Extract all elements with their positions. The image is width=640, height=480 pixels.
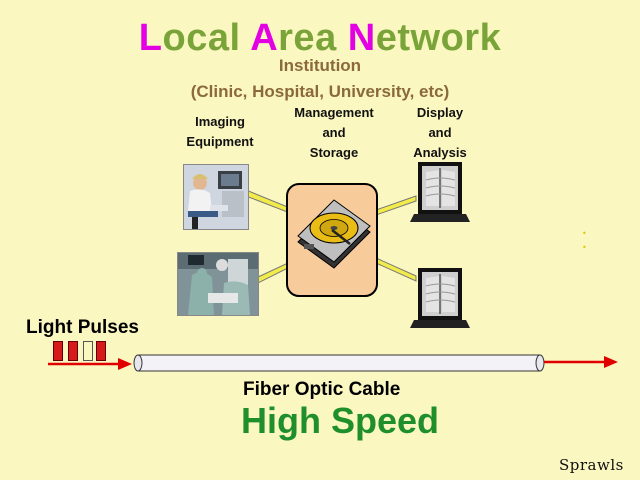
input-arrow bbox=[48, 358, 132, 370]
ultrasound-photo bbox=[183, 164, 249, 230]
display-label-line1: Display bbox=[416, 105, 464, 120]
light-pulse-off bbox=[83, 341, 93, 361]
author-signature: Sprawls bbox=[559, 456, 624, 474]
light-pulses-label: Light Pulses bbox=[26, 317, 139, 338]
fiber-optic-cable bbox=[133, 354, 545, 372]
management-label-line2: and bbox=[322, 125, 346, 140]
imaging-label-line1: Imaging bbox=[195, 114, 245, 129]
high-speed-label: High Speed bbox=[240, 400, 440, 441]
page-title: Local Area Network bbox=[0, 16, 640, 60]
light-pulse-3 bbox=[96, 341, 106, 361]
display-analysis-label: Display and Analysis bbox=[394, 103, 486, 163]
title-initial-l: L bbox=[138, 17, 163, 59]
title-word-etwork: etwork bbox=[375, 17, 502, 59]
output-arrow bbox=[544, 356, 618, 368]
subtitle-institution: Institution bbox=[278, 56, 362, 75]
connector-ultrasound-storage bbox=[245, 189, 291, 214]
imaging-equipment-label: Imaging Equipment bbox=[170, 112, 270, 152]
connector-surgery-storage bbox=[255, 261, 291, 285]
xray-monitor-bottom-icon bbox=[410, 268, 470, 328]
title-initial-a: A bbox=[250, 17, 279, 59]
display-label-line3: Analysis bbox=[413, 145, 467, 160]
management-label-line3: Storage bbox=[309, 145, 359, 160]
light-pulse-2 bbox=[68, 341, 78, 361]
xray-monitor-top-icon bbox=[410, 162, 470, 222]
surgery-photo bbox=[177, 252, 259, 316]
decorative-mark-1: • bbox=[582, 229, 587, 238]
title-word-rea: rea bbox=[278, 17, 348, 59]
hard-disk-icon bbox=[286, 183, 378, 297]
subtitle-examples: (Clinic, Hospital, University, etc) bbox=[190, 82, 450, 101]
connector-storage-monitor-top bbox=[375, 195, 417, 216]
light-pulse-1 bbox=[53, 341, 63, 361]
connector-storage-monitor-bottom bbox=[375, 257, 417, 282]
title-initial-n: N bbox=[347, 17, 376, 59]
management-label-line1: Management bbox=[294, 105, 374, 120]
fiber-optic-cable-label: Fiber Optic Cable bbox=[243, 379, 401, 400]
title-word-ocal: ocal bbox=[162, 17, 251, 59]
connector-lines bbox=[245, 189, 417, 285]
management-storage-label: Management and Storage bbox=[276, 103, 392, 163]
imaging-label-line2: Equipment bbox=[186, 134, 254, 149]
display-label-line2: and bbox=[428, 125, 452, 140]
decorative-mark-2: • bbox=[582, 243, 587, 252]
